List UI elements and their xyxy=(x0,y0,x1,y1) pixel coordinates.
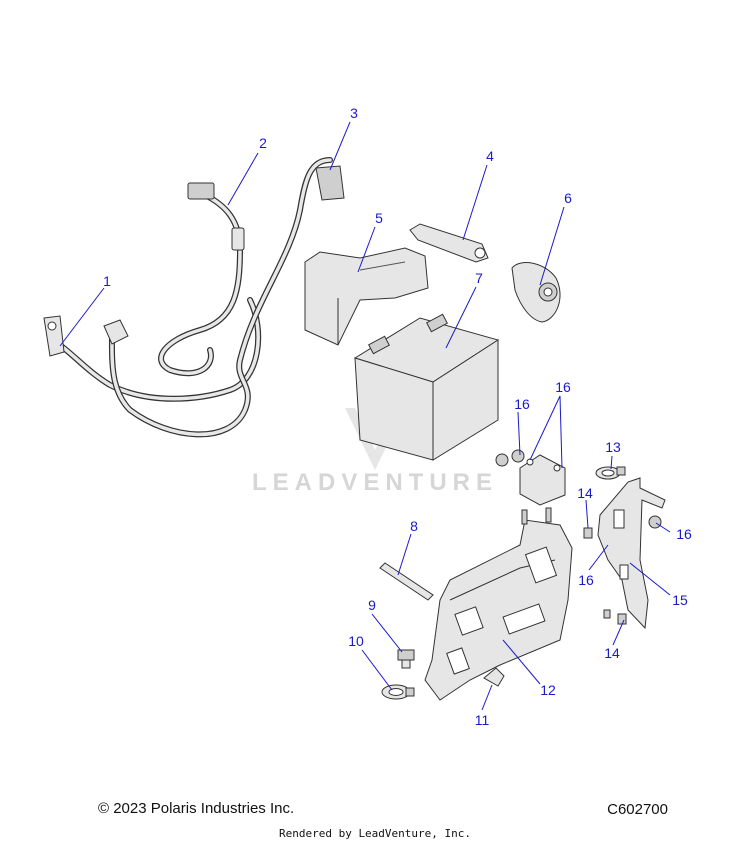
part-9-bolt[interactable] xyxy=(397,649,415,669)
relay-solenoid[interactable] xyxy=(519,454,566,506)
callout-5[interactable]: 5 xyxy=(375,210,383,226)
part-13-clip[interactable] xyxy=(595,466,626,480)
part-11-clip[interactable] xyxy=(483,667,505,687)
watermark-text: LEADVENTURE xyxy=(252,469,498,496)
part-6-terminal-boot[interactable] xyxy=(511,262,561,323)
part-7-battery[interactable] xyxy=(353,313,500,461)
diagram-code: C602700 xyxy=(607,801,668,818)
callout-15[interactable]: 15 xyxy=(672,592,688,608)
callout-16-relay[interactable]: 16 xyxy=(555,379,571,395)
callout-16-left[interactable]: 16 xyxy=(514,396,530,412)
leader-lines xyxy=(59,121,671,711)
callout-7[interactable]: 7 xyxy=(475,270,483,286)
part-5-battery-cover[interactable] xyxy=(304,247,429,346)
copyright-notice: © 2023 Polaris Industries Inc. xyxy=(98,800,295,817)
callout-16-right[interactable]: 16 xyxy=(676,526,692,542)
callout-14-upper[interactable]: 14 xyxy=(577,485,593,501)
part-4-battery-strap[interactable] xyxy=(409,223,489,263)
callout-11[interactable]: 11 xyxy=(475,712,490,728)
callout-1[interactable]: 1 xyxy=(103,273,111,289)
callout-4[interactable]: 4 xyxy=(486,148,494,164)
callout-labels: 1 2 3 4 5 6 7 8 9 10 11 12 13 14 14 15 1… xyxy=(103,105,692,728)
part-15-side-bracket[interactable] xyxy=(597,477,666,630)
callout-9[interactable]: 9 xyxy=(368,597,376,613)
callout-16-bracket[interactable]: 16 xyxy=(578,572,594,588)
part-8-rod[interactable] xyxy=(379,562,434,601)
callout-3[interactable]: 3 xyxy=(350,105,358,121)
callout-13[interactable]: 13 xyxy=(605,439,621,455)
part-3-positive-cable[interactable] xyxy=(103,157,345,438)
callout-6[interactable]: 6 xyxy=(564,190,572,206)
callout-12[interactable]: 12 xyxy=(540,682,556,698)
callout-8[interactable]: 8 xyxy=(410,518,418,534)
part-12-battery-tray[interactable] xyxy=(424,507,573,701)
part-1-negative-cable[interactable] xyxy=(43,297,262,402)
part-2-harness-cable[interactable] xyxy=(158,182,245,377)
callout-2[interactable]: 2 xyxy=(259,135,267,151)
callout-10[interactable]: 10 xyxy=(348,633,364,649)
callout-14-lower[interactable]: 14 xyxy=(604,645,620,661)
part-10-clamp[interactable] xyxy=(381,684,415,700)
part-14-screws[interactable] xyxy=(583,527,627,625)
rendered-by-notice: Rendered by LeadVenture, Inc. xyxy=(278,827,472,840)
